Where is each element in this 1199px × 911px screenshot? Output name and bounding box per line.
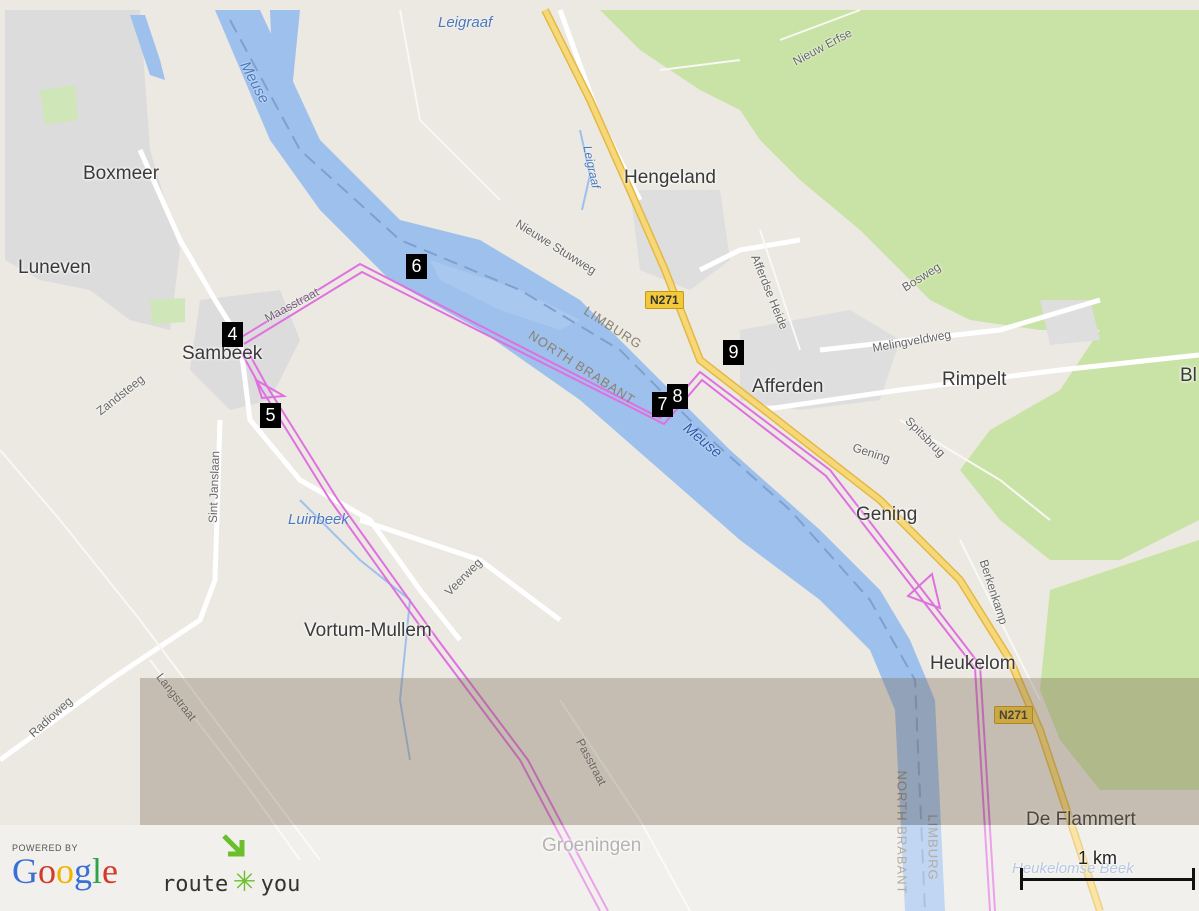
- road-badge-n271: N271: [645, 291, 684, 309]
- place-de-flammert: De Flammert: [1026, 809, 1136, 830]
- selection-overlay: [140, 678, 1199, 825]
- place-bl: Bl: [1180, 365, 1197, 386]
- routeyou-right-text: you: [260, 872, 301, 897]
- routeyou-left-text: route: [162, 872, 229, 897]
- place-rimpelt: Rimpelt: [942, 369, 1007, 390]
- place-boxmeer: Boxmeer: [83, 163, 160, 184]
- routeyou-star-icon: ✳: [232, 866, 257, 897]
- google-wordmark: Google: [12, 851, 118, 891]
- route-marker-5[interactable]: 5: [260, 403, 281, 428]
- water-heukelomse-beek: Heukelomse Beek: [1012, 860, 1134, 877]
- place-vortum-mullem: Vortum-Mullem: [304, 620, 432, 641]
- scale-label: 1 km: [1078, 848, 1118, 868]
- water-leigraaf-top: Leigraaf: [438, 14, 493, 31]
- routeyou-arrow-icon: [222, 834, 245, 857]
- scale-bar: 1 km: [1020, 848, 1196, 890]
- road-badge-n271-south: N271: [994, 706, 1033, 724]
- route-marker-9[interactable]: 9: [723, 340, 744, 365]
- scale-tick-left: [1020, 868, 1023, 890]
- google-logo[interactable]: POWERED BY Google: [12, 843, 118, 889]
- place-hengeland: Hengeland: [624, 167, 716, 188]
- place-heukelom: Heukelom: [930, 653, 1016, 674]
- place-sambeek: Sambeek: [182, 343, 263, 364]
- scale-line: [1020, 878, 1194, 881]
- route-marker-8[interactable]: 8: [667, 384, 688, 409]
- place-groeningen: Groeningen: [542, 835, 642, 856]
- place-afferden: Afferden: [752, 376, 824, 397]
- route-marker-4[interactable]: 4: [222, 322, 243, 347]
- scale-tick-right: [1192, 868, 1195, 890]
- route-marker-6[interactable]: 6: [406, 254, 427, 279]
- branding-strip: [0, 825, 1199, 911]
- place-gening: Gening: [856, 504, 918, 525]
- street-sint-janslaan: Sint Janslaan: [205, 450, 223, 524]
- powered-by-label: POWERED BY: [12, 843, 79, 853]
- water-luinbeek: Luinbeek: [288, 511, 349, 528]
- place-luneven: Luneven: [18, 257, 91, 278]
